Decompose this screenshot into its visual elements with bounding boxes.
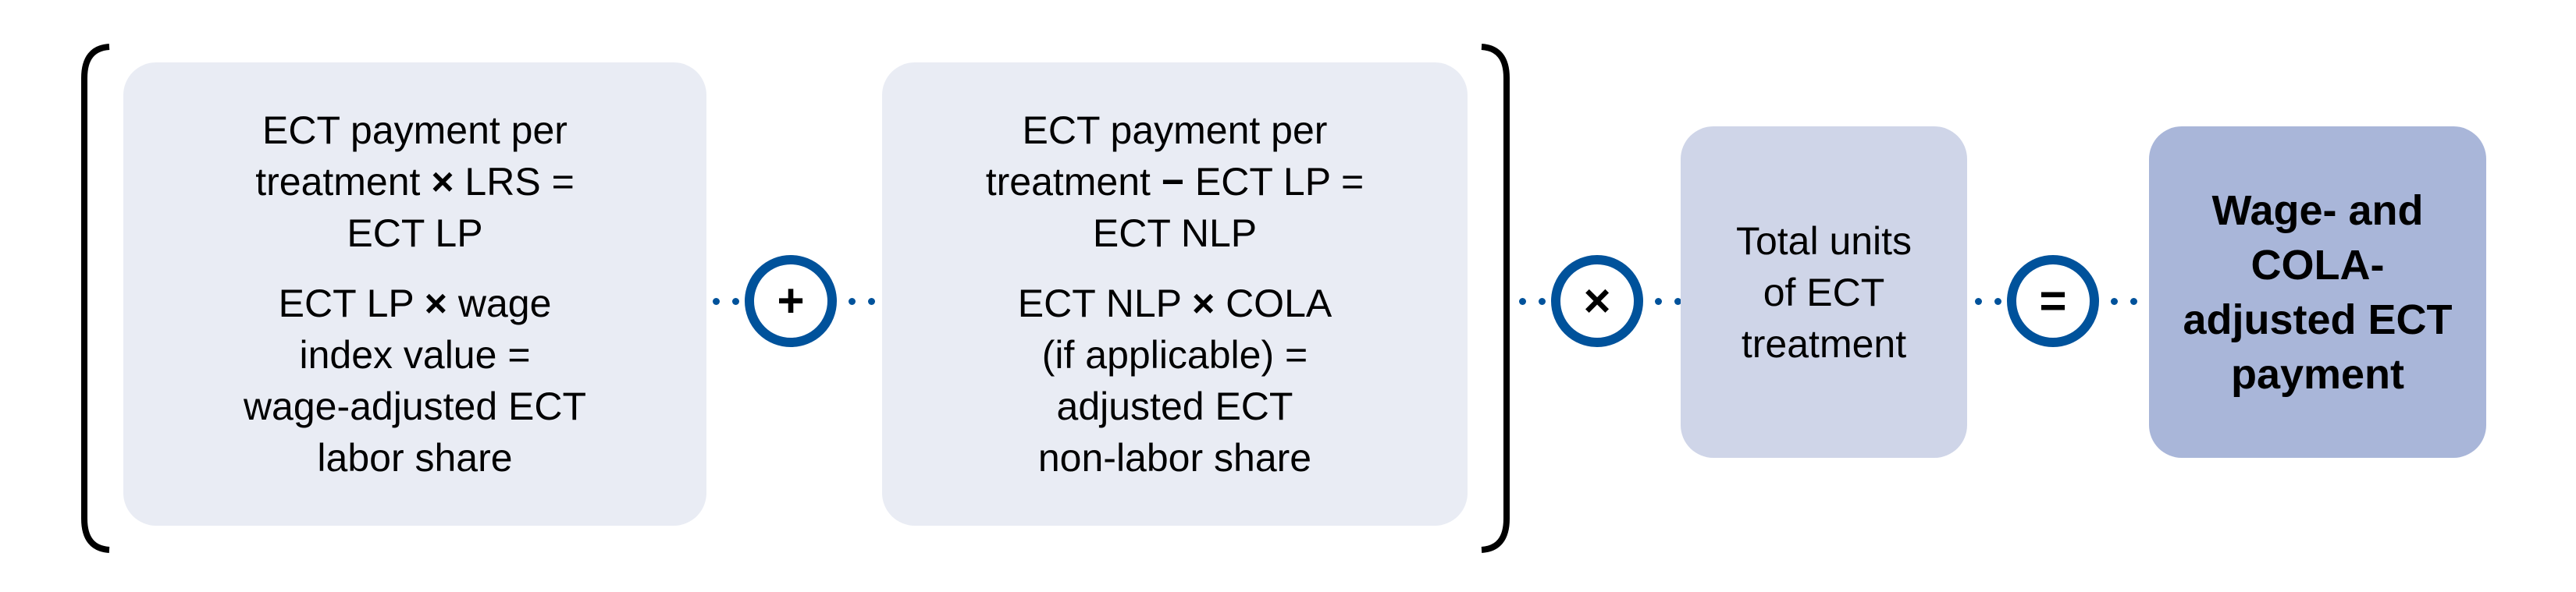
- connector-dot: [868, 298, 875, 305]
- text-line: ECT LP: [347, 211, 483, 255]
- equals-icon: =: [2007, 255, 2099, 347]
- text-line: treatment − ECT LP =: [986, 156, 1364, 207]
- text-line: wage-adjusted ECT: [243, 385, 587, 428]
- total-units-box: Total units of ECT treatment: [1681, 126, 1967, 458]
- labor-share-formula-2: ECT LP × wage index value = wage-adjuste…: [244, 278, 586, 484]
- connector-dot: [1519, 298, 1526, 305]
- connector-dot: [1539, 298, 1546, 305]
- nonlabor-share-formula-1: ECT payment per treatment − ECT LP = ECT…: [986, 105, 1364, 259]
- connector-dot: [2111, 298, 2118, 305]
- labor-share-formula-1: ECT payment per treatment × LRS = ECT LP: [255, 105, 575, 259]
- text-line: treatment × LRS =: [255, 156, 575, 207]
- text-line: ECT payment per: [262, 108, 568, 152]
- text-line: index value =: [299, 333, 531, 377]
- text-line: ECT NLP: [1092, 211, 1258, 255]
- connector-dot: [732, 298, 739, 305]
- text-line: non-labor share: [1037, 436, 1312, 480]
- text: wage: [457, 282, 552, 325]
- text-line: (if applicable) =: [1041, 333, 1308, 377]
- text: treatment: [255, 160, 432, 204]
- text-line: ECT NLP × COLA: [1018, 278, 1332, 329]
- text: COLA: [1226, 282, 1332, 325]
- connector-dot: [1655, 298, 1662, 305]
- multiply-operator: ×: [1191, 282, 1226, 325]
- connector-dot: [1975, 298, 1982, 305]
- text-line: payment: [2230, 350, 2405, 398]
- text: treatment: [985, 160, 1162, 204]
- minus-operator: −: [1161, 160, 1195, 204]
- text-line: ECT LP × wage: [244, 278, 586, 329]
- text-line: of ECT: [1763, 270, 1885, 314]
- result-box: Wage- and COLA- adjusted ECT payment: [2149, 126, 2486, 458]
- text: ECT NLP: [1017, 282, 1192, 325]
- text: ECT LP =: [1194, 160, 1364, 204]
- text-line: adjusted ECT: [1056, 385, 1293, 428]
- connector-dot: [2130, 298, 2137, 305]
- multiply-icon: ×: [1551, 255, 1643, 347]
- text: ECT LP: [278, 282, 425, 325]
- text-line: COLA-: [2250, 241, 2385, 289]
- connector-dot: [1994, 298, 2001, 305]
- text-line: labor share: [317, 436, 513, 480]
- labor-share-box: ECT payment per treatment × LRS = ECT LP…: [123, 62, 706, 526]
- multiply-operator: ×: [431, 160, 465, 204]
- connector-dot: [1674, 298, 1681, 305]
- connector-dot: [713, 298, 720, 305]
- nonlabor-share-formula-2: ECT NLP × COLA (if applicable) = adjuste…: [1018, 278, 1332, 484]
- text: LRS =: [464, 160, 575, 204]
- text-line: Wage- and: [2211, 186, 2424, 234]
- right-bracket: [1481, 44, 1510, 553]
- multiply-operator: ×: [424, 282, 458, 325]
- text-line: treatment: [1741, 321, 1907, 366]
- text-line: ECT payment per: [1022, 108, 1328, 152]
- left-bracket: [81, 44, 110, 553]
- text-line: Total units: [1735, 218, 1912, 263]
- plus-icon: +: [745, 255, 837, 347]
- nonlabor-share-box: ECT payment per treatment − ECT LP = ECT…: [882, 62, 1468, 526]
- connector-dot: [849, 298, 856, 305]
- text-line: adjusted ECT: [2183, 296, 2453, 343]
